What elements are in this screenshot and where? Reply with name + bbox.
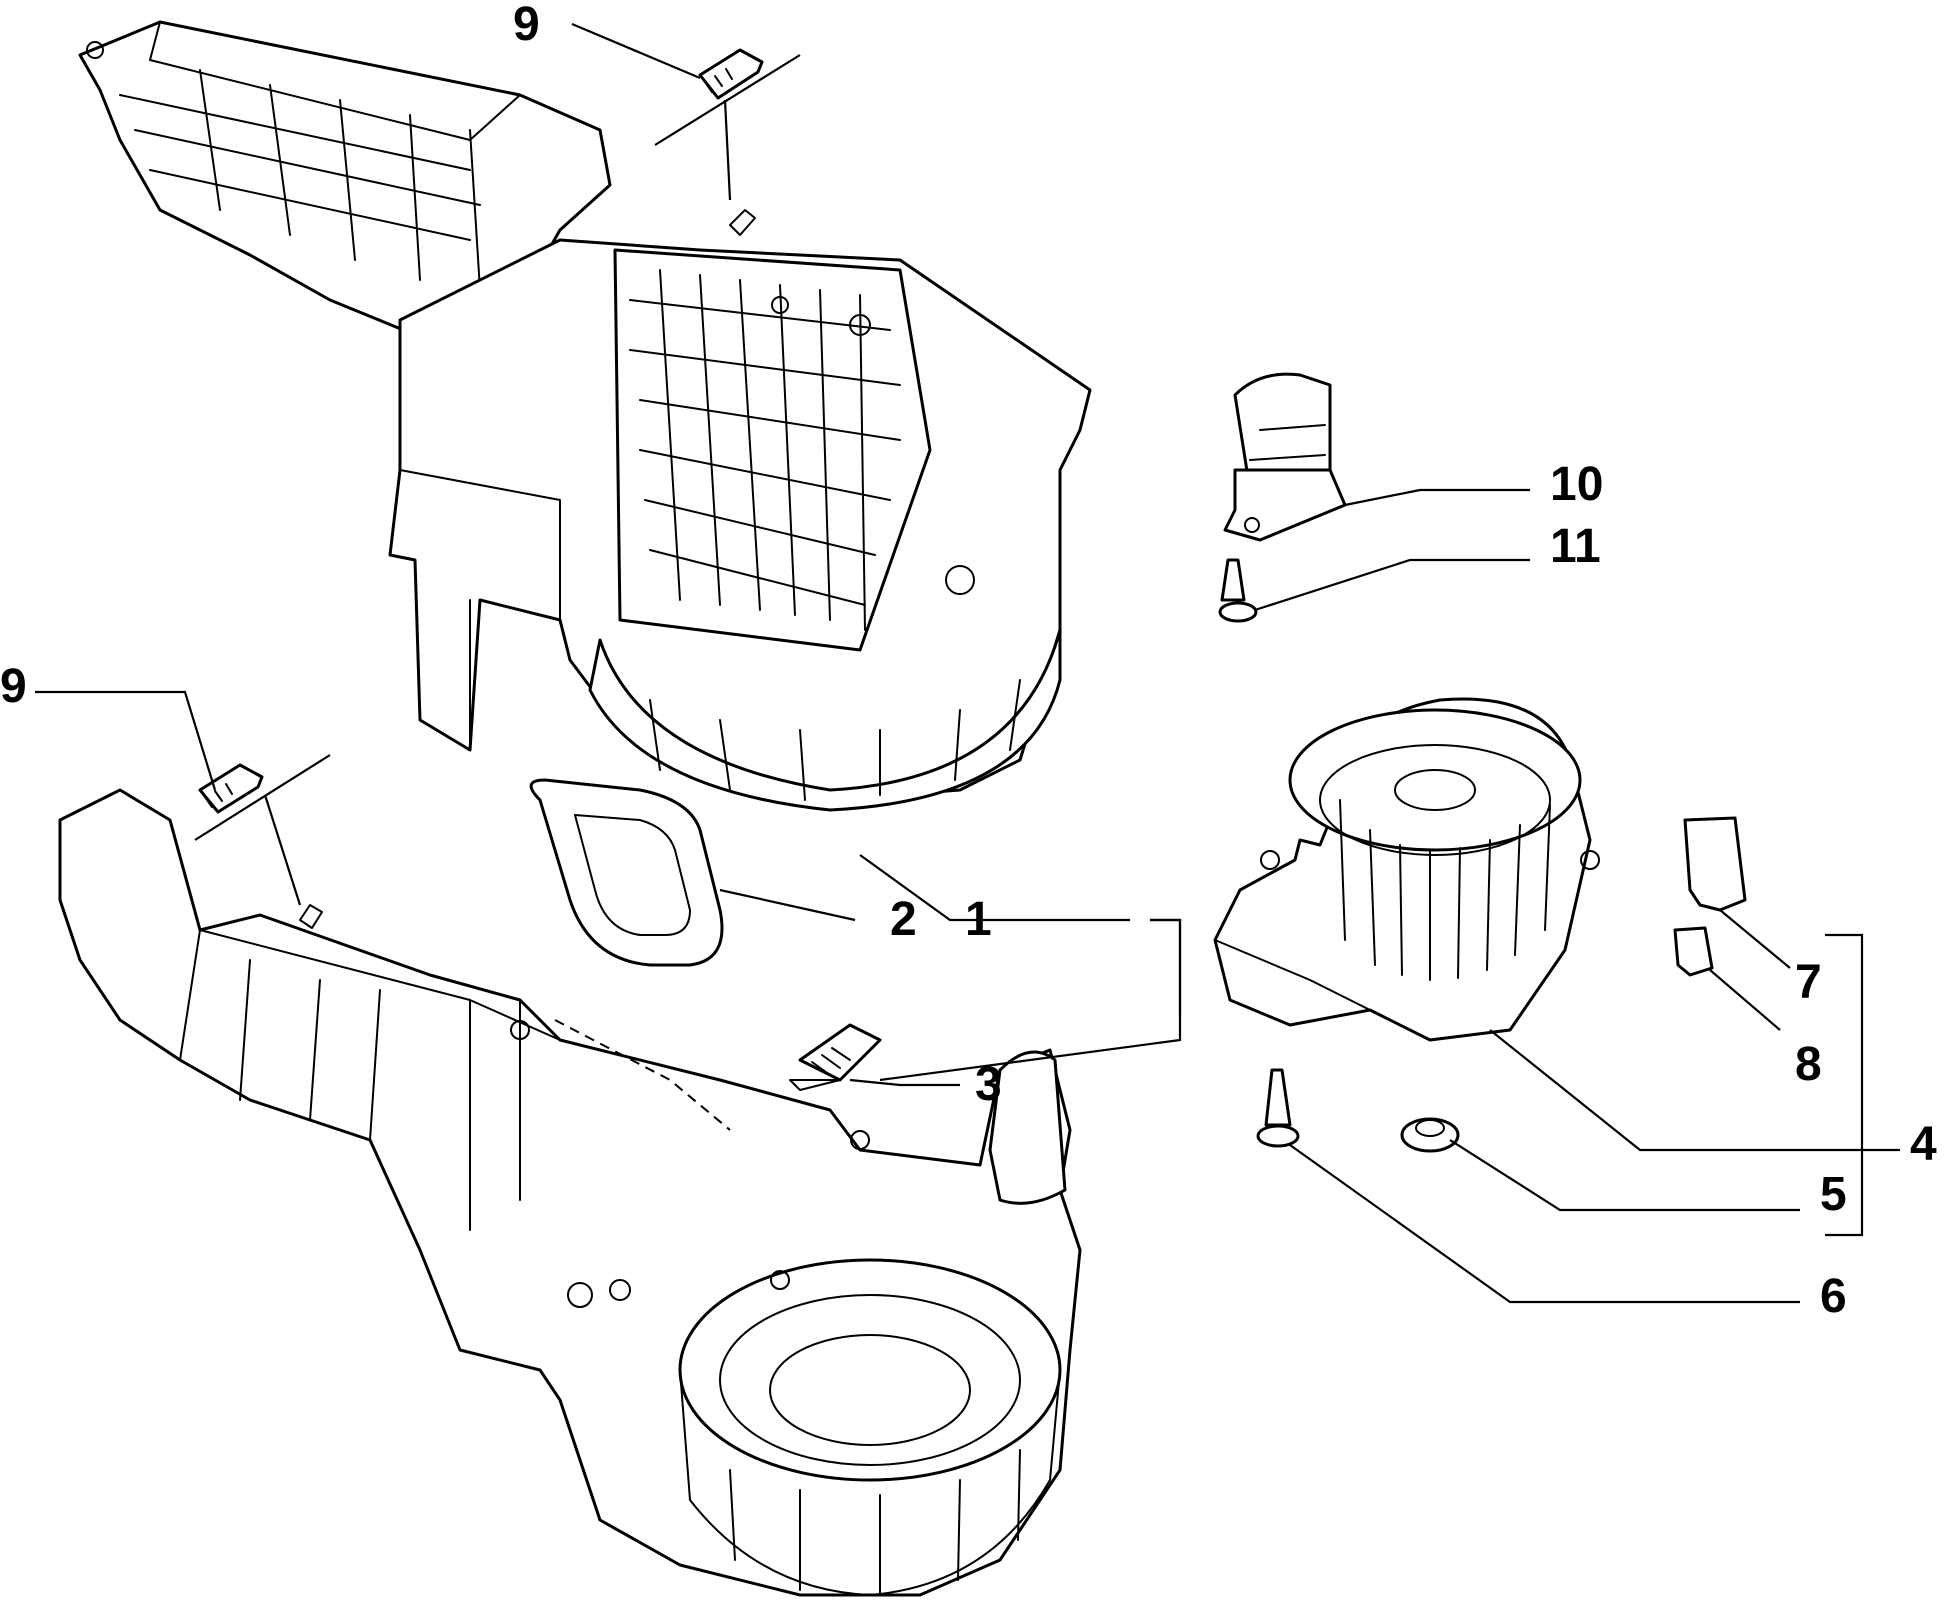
screw-6 bbox=[1256, 1068, 1300, 1148]
resistor-module bbox=[1223, 372, 1347, 542]
callout-10: 10 bbox=[1550, 458, 1603, 511]
blower-motor bbox=[1213, 697, 1600, 1042]
callout-11: 11 bbox=[1550, 520, 1601, 573]
stud-9-top bbox=[698, 48, 764, 100]
stud-9-left bbox=[198, 763, 264, 814]
callout-4: 4 bbox=[1910, 1118, 1937, 1171]
callout-8: 8 bbox=[1795, 1038, 1822, 1091]
screw-11 bbox=[1218, 558, 1258, 623]
callout-9-top: 9 bbox=[513, 0, 540, 51]
callout-numbers: 9 9 1 2 3 10 11 7 8 4 5 6 bbox=[0, 0, 1937, 1323]
leader-lines bbox=[35, 22, 1900, 1304]
callout-7: 7 bbox=[1795, 956, 1822, 1009]
clip-7 bbox=[1683, 816, 1747, 912]
gasket bbox=[529, 778, 724, 967]
callout-5: 5 bbox=[1820, 1168, 1847, 1221]
grommet bbox=[1400, 1117, 1460, 1153]
callout-3: 3 bbox=[975, 1058, 1002, 1111]
lower-housing bbox=[58, 788, 1082, 1597]
assembly-dashed-line bbox=[554, 1019, 731, 1131]
callout-9-left: 9 bbox=[0, 660, 27, 713]
screw-3 bbox=[789, 1023, 882, 1091]
callout-6: 6 bbox=[1820, 1270, 1847, 1323]
upper-housing bbox=[78, 20, 1092, 812]
callout-1: 1 bbox=[965, 893, 992, 946]
clip-8 bbox=[1673, 926, 1714, 977]
callout-2: 2 bbox=[890, 893, 917, 946]
